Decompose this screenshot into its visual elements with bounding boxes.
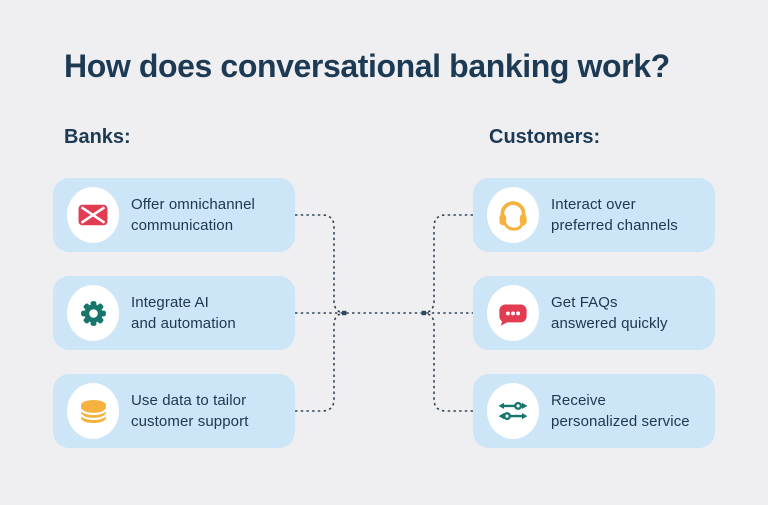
- icon-circle: [487, 285, 539, 341]
- card-line: Integrate AI: [131, 294, 209, 311]
- card-line: customer support: [131, 413, 249, 430]
- chat-bubble-icon: [499, 304, 527, 326]
- card-line: Receive: [551, 392, 606, 409]
- connector-left-bottom: [295, 312, 347, 412]
- icon-circle: [67, 285, 119, 341]
- gear-icon: [80, 300, 106, 326]
- connector-right-top: [421, 214, 473, 314]
- icon-circle: [67, 383, 119, 439]
- headset-icon: [499, 201, 527, 231]
- customer-card-personalized: Receive personalized service: [473, 374, 715, 448]
- envelope-icon: [78, 204, 108, 226]
- connector-right-bottom: [421, 312, 473, 412]
- junction-dot-right: [421, 310, 426, 316]
- card-text: Use data to tailor customer support: [131, 374, 248, 448]
- sliders-icon: [498, 401, 528, 421]
- card-text: Offer omnichannel communication: [131, 178, 255, 252]
- customer-card-faqs: Get FAQs answered quickly: [473, 276, 715, 350]
- card-line: preferred channels: [551, 217, 678, 234]
- bank-card-data-support: Use data to tailor customer support: [53, 374, 295, 448]
- bank-card-omnichannel: Offer omnichannel communication: [53, 178, 295, 252]
- card-line: communication: [131, 217, 234, 234]
- card-line: and automation: [131, 315, 236, 332]
- page-title: How does conversational banking work?: [64, 48, 670, 84]
- card-text: Integrate AI and automation: [131, 276, 236, 350]
- database-icon: [79, 399, 107, 423]
- card-text: Receive personalized service: [551, 374, 690, 448]
- card-text: Interact over preferred channels: [551, 178, 678, 252]
- icon-circle: [67, 187, 119, 243]
- card-line: personalized service: [551, 413, 690, 430]
- icon-circle: [487, 187, 539, 243]
- card-line: answered quickly: [551, 315, 668, 332]
- banks-column-heading: Banks:: [64, 126, 131, 148]
- card-line: Interact over: [551, 196, 636, 213]
- customer-card-channels: Interact over preferred channels: [473, 178, 715, 252]
- junction-dot-left: [342, 310, 347, 316]
- icon-circle: [487, 383, 539, 439]
- bank-card-ai-automation: Integrate AI and automation: [53, 276, 295, 350]
- connector-left-top: [295, 214, 347, 314]
- customers-column-heading: Customers:: [489, 126, 601, 148]
- card-text: Get FAQs answered quickly: [551, 276, 668, 350]
- card-line: Offer omnichannel: [131, 196, 255, 213]
- card-line: Use data to tailor: [131, 392, 247, 409]
- card-line: Get FAQs: [551, 294, 618, 311]
